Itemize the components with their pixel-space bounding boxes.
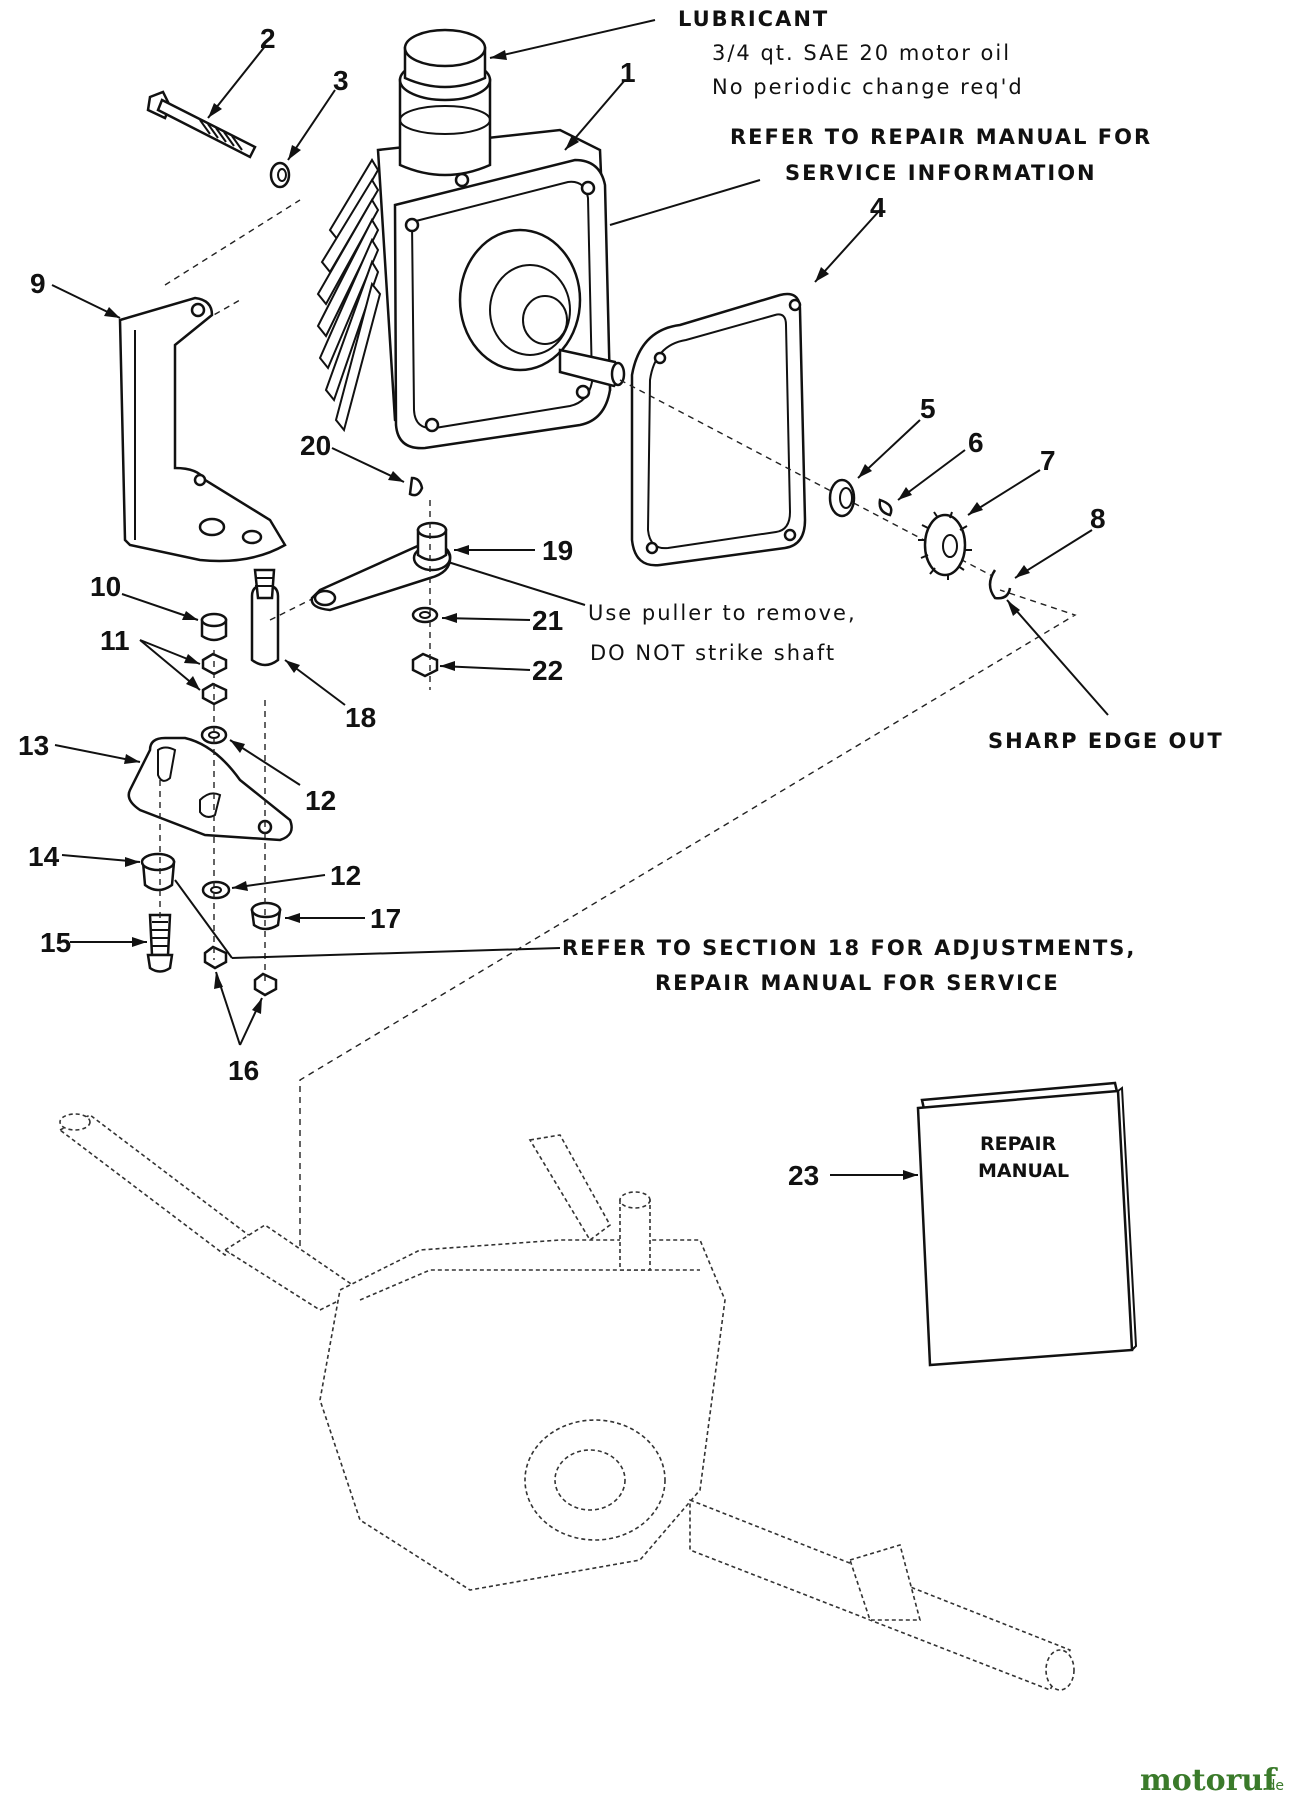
bracket-part-9: [118, 296, 287, 563]
callout-22: 22: [532, 655, 563, 686]
callout-15: 15: [40, 927, 71, 958]
callout-2: 2: [260, 23, 276, 54]
section18-note-line-1: REFER TO SECTION 18 FOR ADJUSTMENTS,: [562, 936, 1136, 960]
repair-manual-part-23: REPAIR MANUAL: [916, 1081, 1138, 1367]
nuts-part-16: [203, 945, 278, 997]
callout-16: 16: [228, 1055, 259, 1086]
lubricant-reservoir: [398, 28, 492, 177]
callout-5: 5: [920, 393, 936, 424]
callout-3: 3: [333, 65, 349, 96]
spacer-part-18: [250, 568, 280, 667]
callout-14: 14: [28, 841, 60, 872]
transaxle-reference: [58, 1113, 1075, 1692]
washer-part-3: [269, 161, 291, 189]
sharp-edge-note: SHARP EDGE OUT: [988, 729, 1224, 753]
callout-1: 1: [620, 57, 636, 88]
bracket-alignment-line: [204, 299, 241, 321]
watermark-brand: motoruf: [1140, 1763, 1278, 1798]
callout-13: 13: [18, 730, 49, 761]
callout-11: 11: [100, 625, 130, 656]
motoruf-watermark: motoruf .de: [1140, 1763, 1284, 1798]
section18-note-line-2: REPAIR MANUAL FOR SERVICE: [655, 971, 1060, 995]
callout-17: 17: [370, 903, 401, 934]
key-part-20: [408, 476, 424, 497]
repair-note-line-1: REFER TO REPAIR MANUAL FOR: [730, 125, 1152, 149]
callout-23: 23: [788, 1160, 819, 1191]
callout-19: 19: [542, 535, 573, 566]
callout-20: 20: [300, 430, 331, 461]
snap-ring-part-8: [988, 569, 1012, 600]
bolt-alignment-line: [164, 199, 301, 286]
washer-part-12-lower: [201, 880, 231, 900]
callout-6: 6: [968, 427, 984, 458]
bolt-part-2: [146, 90, 257, 159]
callout-7: 7: [1040, 445, 1056, 476]
puller-note-line-2: DO NOT strike shaft: [590, 641, 836, 665]
callout-18: 18: [345, 702, 376, 733]
puller-note-line-1: Use puller to remove,: [588, 601, 857, 625]
seal-part-5: [828, 478, 856, 518]
nut-part-22: [411, 652, 439, 678]
callout-10: 10: [90, 571, 121, 602]
callout-4: 4: [870, 192, 886, 223]
nut-part-17: [250, 901, 282, 931]
callout-8: 8: [1090, 503, 1106, 534]
watermark-tld: .de: [1262, 1778, 1284, 1794]
bolt-part-15: [146, 913, 174, 973]
gasket-part-4: [630, 292, 807, 567]
control-arm-part-19: [310, 521, 452, 612]
transaxle-alignment-line: [299, 589, 1077, 1290]
callout-numbers: 1 2 3 4 5 6 7 8 9 10 11 12 12 13 14 15 1…: [18, 23, 1106, 1191]
hydrostatic-pump-part-1: [316, 28, 626, 450]
lubricant-line-1: 3/4 qt. SAE 20 motor oil: [712, 41, 1011, 65]
leader-lines: [51, 19, 1109, 1180]
callout-12a: 12: [305, 785, 336, 816]
plate-part-13: [127, 736, 293, 842]
manual-title-line1: REPAIR: [980, 1133, 1057, 1155]
callout-9: 9: [30, 268, 46, 299]
gear-part-7: [918, 511, 972, 580]
annotation-notes: LUBRICANT 3/4 qt. SAE 20 motor oil No pe…: [562, 7, 1224, 995]
lubricant-title: LUBRICANT: [678, 7, 829, 31]
cooling-fins: [316, 158, 382, 433]
repair-note-line-2: SERVICE INFORMATION: [785, 161, 1097, 185]
bushing-part-14: [140, 852, 176, 892]
lubricant-line-2: No periodic change req'd: [712, 75, 1024, 99]
key-part-6: [878, 498, 893, 517]
callout-21: 21: [532, 605, 563, 636]
washer-part-21: [411, 606, 439, 624]
spacer-part-10: [200, 612, 228, 642]
manual-title-line2: MANUAL: [978, 1160, 1069, 1182]
callout-12b: 12: [330, 860, 361, 891]
